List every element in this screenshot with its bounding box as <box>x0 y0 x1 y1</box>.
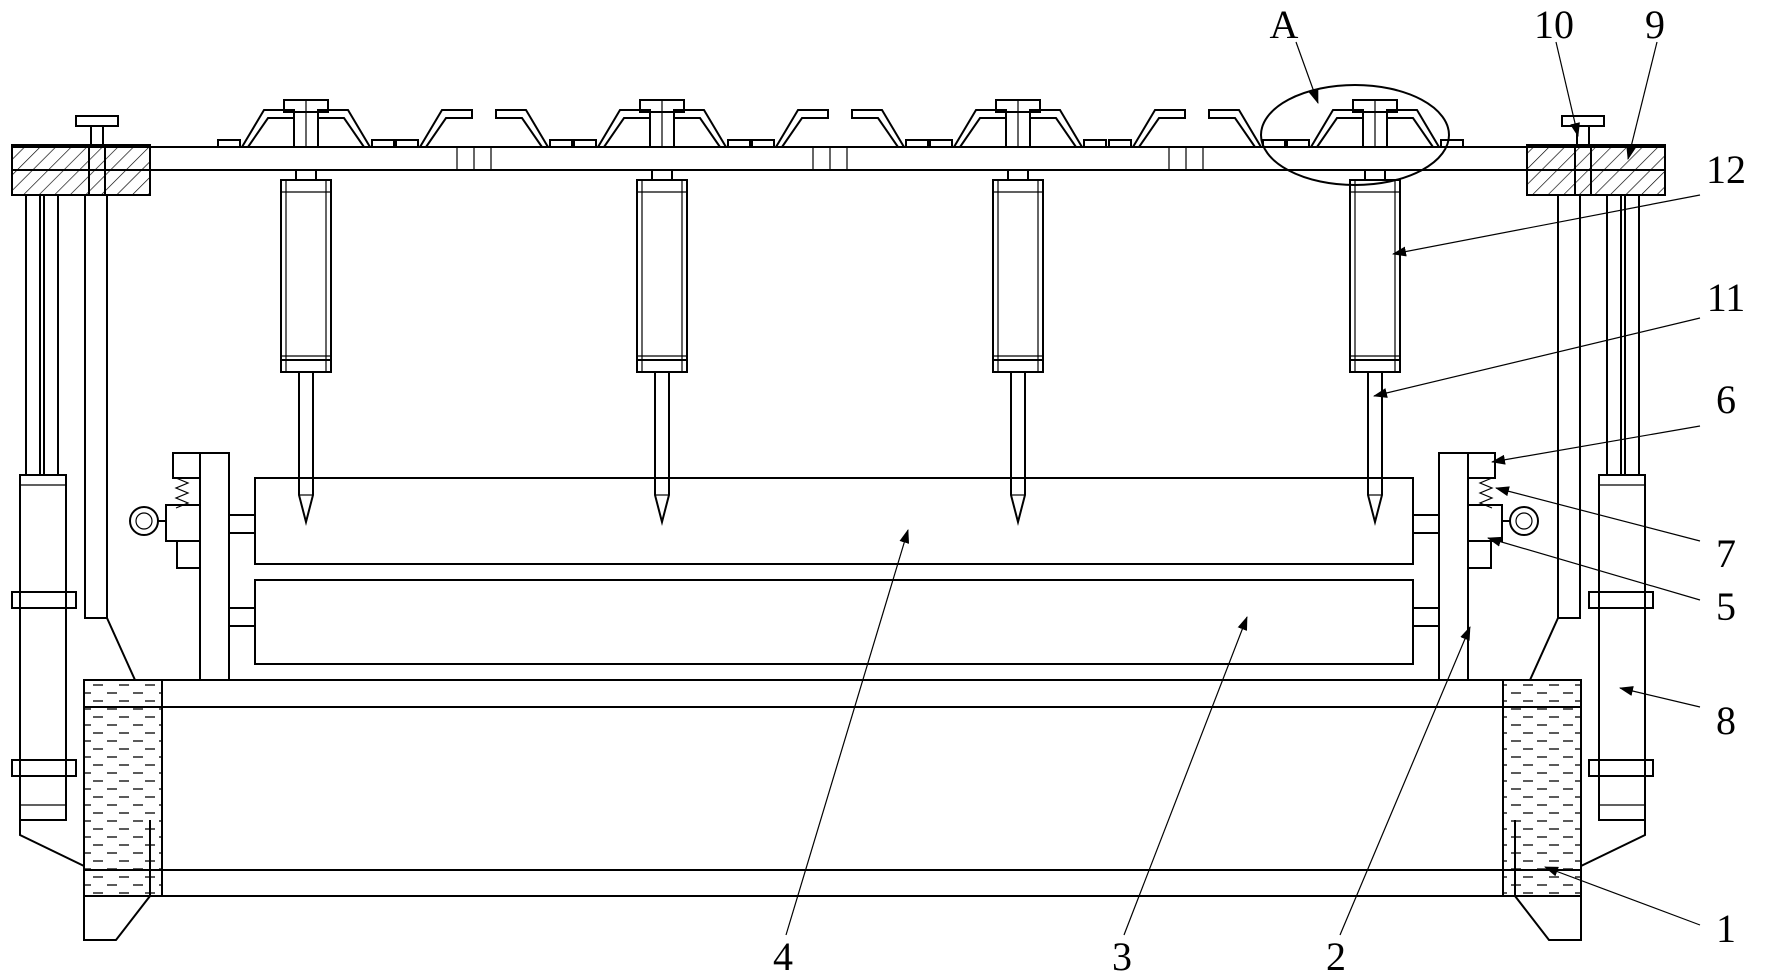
left-support-plate <box>200 453 255 680</box>
label-4: 4 <box>773 934 793 978</box>
base-frame <box>84 680 1581 896</box>
needle <box>1011 372 1025 522</box>
clamp-bracket <box>1109 110 1285 147</box>
cylinders <box>281 170 1400 522</box>
label-7: 7 <box>1716 531 1736 576</box>
label-2: 2 <box>1326 934 1346 978</box>
label-9: 9 <box>1645 2 1665 47</box>
cylinder-needle-assembly <box>993 170 1043 522</box>
cylinder-body <box>1350 180 1400 372</box>
label-5: 5 <box>1716 584 1736 629</box>
left-hatched-block <box>12 145 150 195</box>
cylinder-body <box>993 180 1043 372</box>
right-hatched-block <box>1527 145 1665 195</box>
label-6: 6 <box>1716 377 1736 422</box>
right-support-plate <box>1413 453 1468 680</box>
cylinder-needle-assembly <box>281 170 331 522</box>
clamp-bracket <box>930 100 1106 147</box>
clamp-bracket <box>396 110 572 147</box>
left-tensioner <box>130 453 200 568</box>
label-12: 12 <box>1706 147 1746 192</box>
top-crossbar <box>12 145 1665 195</box>
label-3: 3 <box>1112 934 1132 978</box>
clamp-bracket <box>218 100 394 147</box>
clamp-bracket <box>1287 100 1463 147</box>
label-a: A <box>1270 2 1299 47</box>
needle <box>299 372 313 522</box>
clamp-bracket <box>574 100 750 147</box>
right-base-block <box>1503 680 1581 896</box>
cylinder-body <box>281 180 331 372</box>
label-1: 1 <box>1716 906 1736 951</box>
upper-roller <box>255 478 1413 564</box>
cylinder-needle-assembly <box>1350 170 1400 522</box>
lower-roller <box>255 580 1413 664</box>
cylinder-needle-assembly <box>637 170 687 522</box>
label-11: 11 <box>1707 275 1746 320</box>
label-10: 10 <box>1534 2 1574 47</box>
right-tensioner <box>1468 453 1538 568</box>
cylinder-body <box>637 180 687 372</box>
needle <box>655 372 669 522</box>
label-8: 8 <box>1716 698 1736 743</box>
clamp-bracket <box>752 110 928 147</box>
left-base-block <box>84 680 162 896</box>
